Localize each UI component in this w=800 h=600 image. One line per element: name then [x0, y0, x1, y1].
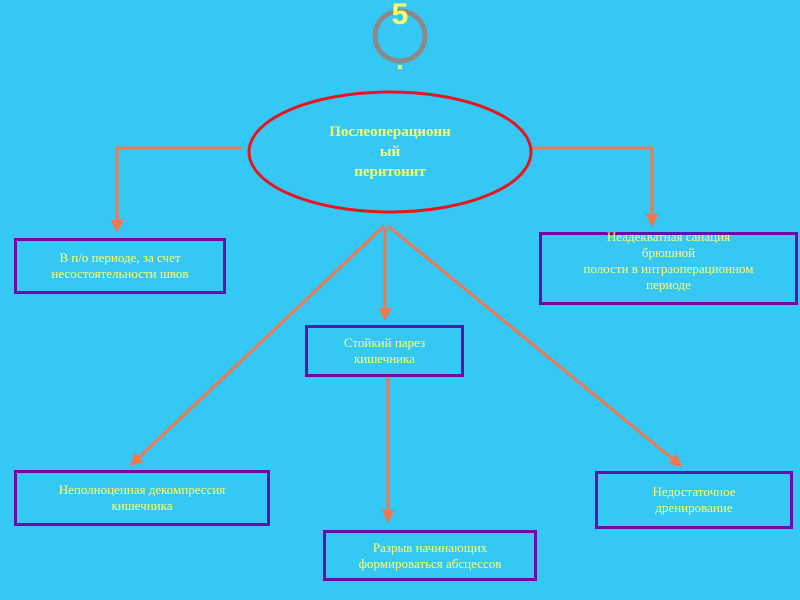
- slide-number-dot: .: [396, 45, 404, 75]
- center-ellipse: [247, 90, 533, 214]
- connector-to-sanation: [530, 146, 652, 224]
- cause-label-sutures: В п/о периоде, за счет несостоятельности…: [51, 250, 189, 281]
- cause-label-decompression: Неполноценная декомпрессия кишечника: [58, 482, 226, 513]
- cause-box-paresis: Стойкий парез кишечника: [305, 325, 464, 377]
- connector-to-sutures: [117, 146, 242, 230]
- cause-box-sutures: В п/о периоде, за счет несостоятельности…: [14, 238, 226, 294]
- cause-box-decompression: Неполноценная декомпрессия кишечника: [14, 470, 270, 526]
- cause-box-sanation: Неадекватная санация брюшной полости в и…: [539, 229, 798, 305]
- cause-label-paresis: Стойкий парез кишечника: [343, 335, 426, 366]
- cause-label-abscess: Разрыв начинающих формироваться абсцессо…: [358, 539, 502, 571]
- cause-box-drainage: Недостаточное дренирование: [595, 471, 793, 529]
- cause-label-sanation: Неадекватная санация брюшной полости в и…: [583, 229, 754, 292]
- center-node-label: Послеоперационн ый перитонит: [329, 124, 451, 180]
- cause-label-drainage: Недостаточное дренирование: [652, 484, 736, 515]
- slide-number: 5: [391, 0, 409, 31]
- connector-to-drainage: [387, 224, 680, 465]
- cause-box-abscess: Разрыв начинающих формироваться абсцессо…: [323, 530, 537, 581]
- connector-to-decompression: [132, 224, 386, 464]
- slide-number-ring: [372, 8, 428, 64]
